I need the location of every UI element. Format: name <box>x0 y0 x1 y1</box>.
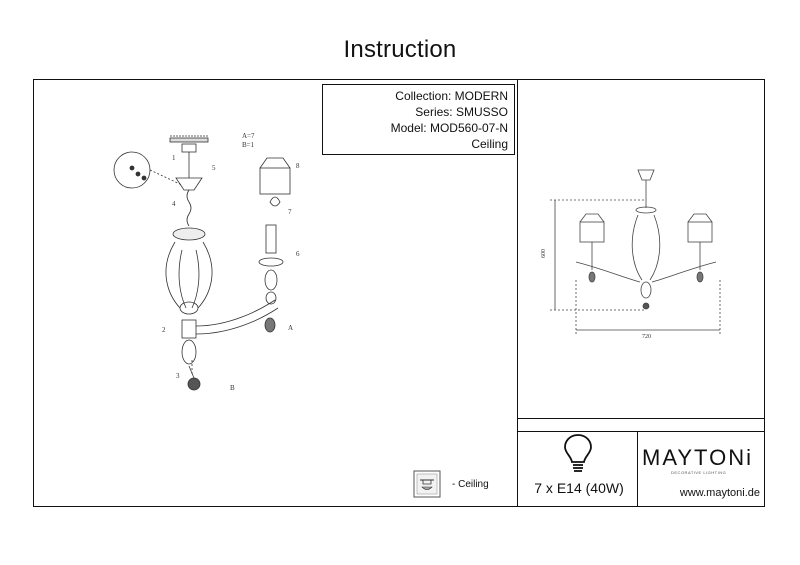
step-1: 1 <box>172 154 176 162</box>
crystal-pendant-a <box>264 317 276 333</box>
dim-shade-right <box>687 221 713 243</box>
footer-divider <box>517 431 765 432</box>
collection-text: Collection: MODERN <box>395 89 508 103</box>
step-7: 7 <box>288 208 292 216</box>
step-3: 3 <box>176 372 180 380</box>
center-arms <box>165 241 213 309</box>
series-text: Series: SMUSSO <box>415 105 508 119</box>
website-link[interactable]: www.maytoni.de <box>679 487 760 499</box>
center-body <box>181 319 197 339</box>
height-value: 600 <box>541 249 547 258</box>
ceiling-plate <box>169 137 209 143</box>
step-8: 8 <box>296 162 300 170</box>
dim-shade-left <box>579 221 605 243</box>
label-a: A <box>288 324 293 332</box>
step-4: 4 <box>172 200 176 208</box>
assembly-diagram: A=7 B=1 A B 1 2 3 4 5 6 7 8 <box>113 132 300 392</box>
footer-column-divider <box>637 431 638 507</box>
lamp-spec-text: 7 x E14 (40W) <box>534 480 624 496</box>
brand-subtitle: DECORATIVE LIGHTING <box>671 470 727 475</box>
mounting-bracket <box>181 143 197 153</box>
ceiling-mount-icon <box>413 470 441 498</box>
ceiling-cup <box>175 177 203 191</box>
crystal-pendant-b <box>187 377 201 391</box>
light-bulb-icon <box>560 432 596 476</box>
lower-body <box>181 339 197 365</box>
chain <box>186 189 192 227</box>
step-5: 5 <box>212 164 216 172</box>
side-bobeche <box>258 257 284 267</box>
dim-canopy <box>637 169 655 181</box>
side-arm <box>195 299 279 335</box>
mount-type-text: Ceiling <box>471 137 508 151</box>
ceiling-label: - Ceiling <box>452 479 489 490</box>
brand-logo: MAYTONi <box>642 445 753 470</box>
label-b: B <box>230 384 235 392</box>
model-text: Model: MOD560-07-N <box>390 121 508 135</box>
candle-bulb <box>269 196 281 207</box>
footer-top-divider <box>517 418 765 419</box>
parts-legend-b: B=1 <box>242 141 255 149</box>
width-value: 720 <box>642 334 651 340</box>
step-2: 2 <box>162 326 166 334</box>
dimension-diagram: 600 720 <box>541 169 721 340</box>
parts-legend-a: A=7 <box>242 132 255 140</box>
step-6: 6 <box>296 250 300 258</box>
instruction-frame <box>33 79 765 507</box>
panel-divider <box>517 79 518 507</box>
product-info-box: Collection: MODERN Series: SMUSSO Model:… <box>322 84 515 155</box>
candle-sleeve <box>265 224 277 254</box>
page-title: Instruction <box>343 36 457 63</box>
lampshade <box>259 167 291 195</box>
upper-bobeche <box>172 227 206 241</box>
